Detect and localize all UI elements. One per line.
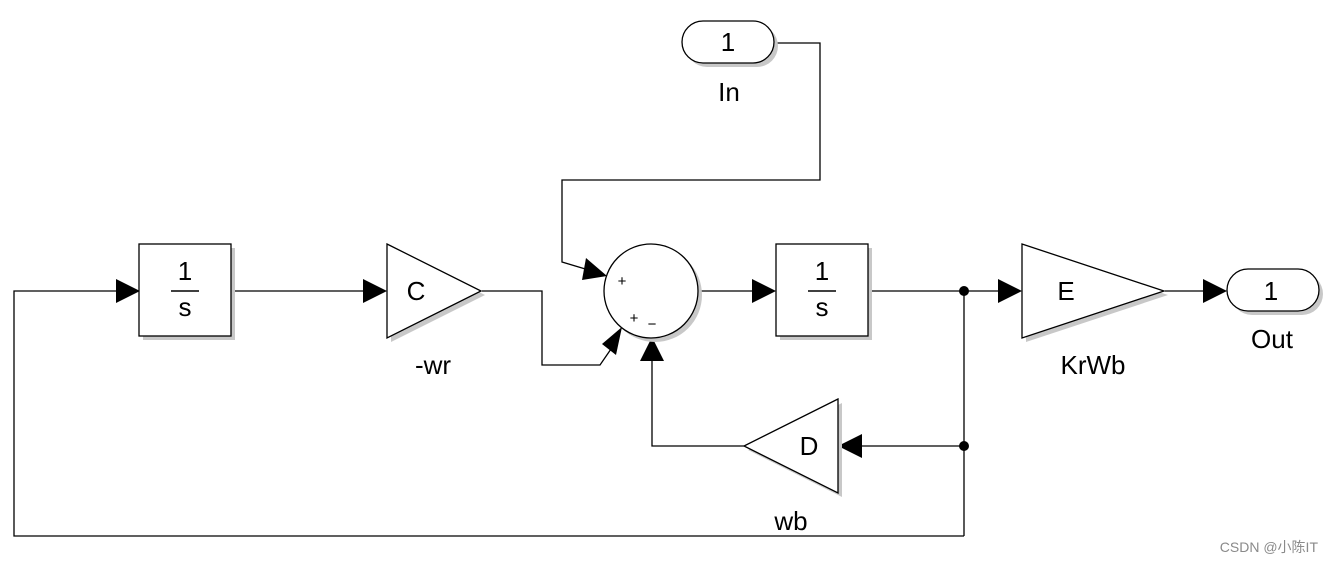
gain-e-label: KrWb bbox=[1061, 350, 1126, 380]
outport-block[interactable]: 1 bbox=[1226, 268, 1323, 315]
sum-sign-top: + bbox=[618, 273, 627, 290]
arrow-into-sum-top bbox=[582, 258, 607, 280]
gain-d-text: D bbox=[800, 431, 819, 461]
inport-block[interactable]: 1 bbox=[681, 20, 778, 67]
sum-sign-left: + bbox=[630, 310, 639, 327]
integrator-block-2[interactable]: 1 s bbox=[775, 243, 872, 340]
wire-feedback-loop bbox=[13, 290, 964, 537]
gain-c-text: C bbox=[407, 276, 426, 306]
arrow-into-sum-bottom bbox=[640, 337, 664, 361]
branch-point-bottom bbox=[959, 441, 969, 451]
arrow-into-int1 bbox=[116, 279, 140, 303]
arrow-into-int2 bbox=[752, 279, 776, 303]
branch-point-top bbox=[959, 286, 969, 296]
integrator-block-1[interactable]: 1 s bbox=[138, 243, 235, 340]
integrator-1-denominator: s bbox=[179, 292, 192, 322]
wire-gain-c-to-sum bbox=[482, 290, 612, 366]
gain-e-text: E bbox=[1057, 276, 1074, 306]
watermark-text: CSDN @小陈IT bbox=[1220, 539, 1319, 555]
integrator-2-numerator: 1 bbox=[815, 256, 829, 286]
outport-label: Out bbox=[1251, 324, 1294, 354]
gain-c-label: -wr bbox=[415, 350, 451, 380]
wire-in-to-sum bbox=[561, 42, 821, 272]
gain-block-c[interactable]: C bbox=[386, 242, 485, 342]
sum-sign-bottom: − bbox=[648, 316, 657, 333]
arrow-into-gain-e bbox=[998, 279, 1022, 303]
integrator-1-numerator: 1 bbox=[178, 256, 192, 286]
gain-block-e[interactable]: E bbox=[1021, 243, 1168, 342]
gain-block-d[interactable]: D bbox=[742, 397, 842, 497]
inport-number: 1 bbox=[721, 27, 735, 57]
arrow-into-gain-d bbox=[838, 434, 862, 458]
arrow-into-gain-c bbox=[363, 279, 387, 303]
arrow-into-sum-left bbox=[602, 327, 622, 355]
arrow-into-outport bbox=[1203, 279, 1227, 303]
wire-gain-d-to-sum bbox=[651, 361, 744, 447]
sum-block[interactable]: + + − bbox=[603, 243, 702, 342]
gain-d-label: wb bbox=[773, 506, 807, 536]
integrator-2-denominator: s bbox=[816, 292, 829, 322]
outport-number: 1 bbox=[1264, 276, 1278, 306]
inport-label: In bbox=[718, 77, 740, 107]
